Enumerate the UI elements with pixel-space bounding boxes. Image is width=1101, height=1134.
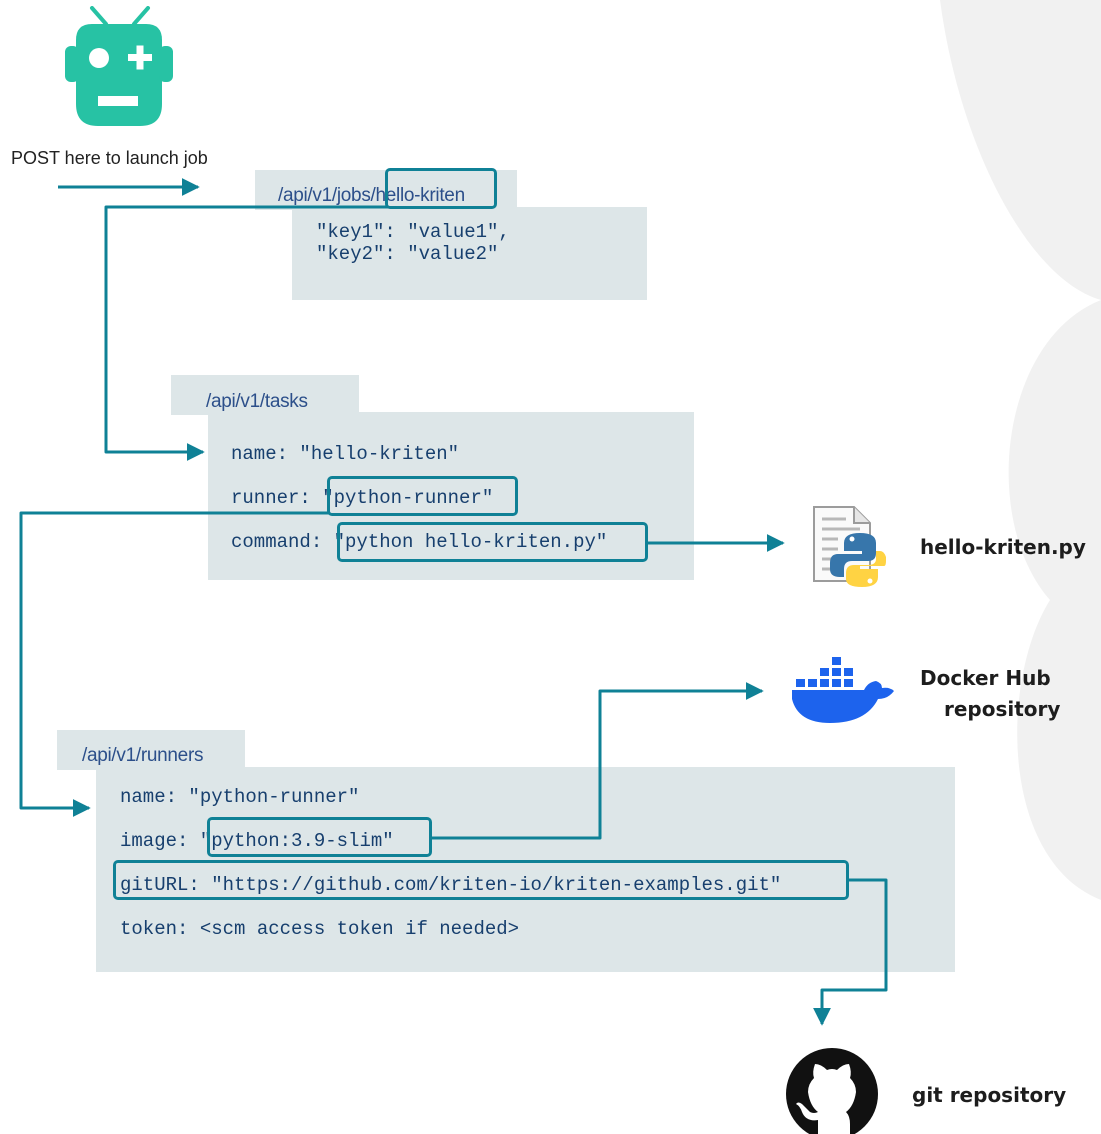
jobs-endpoint-prefix: /api/v1/jobs/: [278, 185, 376, 206]
tasks-runner-line: runner: "python-runner": [231, 487, 493, 509]
tasks-name-line: name: "hello-kriten": [231, 443, 460, 465]
tasks-runner-highlight: [327, 476, 518, 516]
jobs-body-line-2: "key2": "value2": [316, 243, 499, 265]
runners-image-value: "python:3.9-slim": [199, 830, 394, 852]
jobs-to-tasks-arrow: [104, 205, 388, 461]
jobs-body-panel: [292, 207, 647, 300]
robot-icon: [65, 6, 173, 126]
runners-giturl-line: gitURL: "https://github.com/kriten-io/kr…: [120, 874, 782, 896]
tasks-to-runners-arrow: [19, 511, 330, 817]
jobs-endpoint-label: /api/v1/jobs/hello-kriten: [278, 185, 465, 207]
image-to-docker-arrow: [432, 682, 764, 840]
runners-endpoint-label: /api/v1/runners: [82, 745, 204, 766]
tasks-command-value: "python hello-kriten.py": [333, 531, 608, 553]
github-octocat-icon: [786, 1048, 878, 1134]
runners-image-line: image: "python:3.9-slim": [120, 830, 394, 852]
docker-label-line-2: repository: [944, 697, 1061, 721]
python-file-icon: [813, 506, 886, 587]
runners-body-panel: [96, 767, 955, 972]
tasks-runner-value: "python-runner": [322, 487, 494, 509]
runners-giturl-highlight: [113, 860, 849, 900]
giturl-to-github-arrow: [813, 878, 888, 1026]
launch-caption: POST here to launch job: [11, 148, 208, 168]
runners-endpoint-tab: [57, 730, 245, 770]
runners-image-key: image:: [120, 830, 200, 852]
git-label: git repository: [912, 1083, 1067, 1107]
runners-image-highlight: [207, 817, 432, 857]
docker-label-line-1: Docker Hub: [920, 666, 1051, 690]
tasks-endpoint-label: /api/v1/tasks: [206, 391, 308, 412]
tasks-runner-key: runner:: [231, 487, 323, 509]
tasks-command-line: command: "python hello-kriten.py": [231, 531, 607, 553]
tasks-body-panel: [208, 412, 694, 580]
jobs-name-highlight: [385, 168, 497, 209]
tasks-endpoint-tab: [171, 375, 359, 415]
jobs-body-line-1: "key1": "value1",: [316, 221, 510, 243]
tasks-command-highlight: [337, 522, 648, 562]
jobs-endpoint-name: hello-kriten: [375, 185, 466, 206]
tasks-command-key: command:: [231, 531, 334, 553]
runners-name-line: name: "python-runner": [120, 786, 360, 808]
python-file-label: hello-kriten.py: [920, 535, 1086, 559]
runners-token-line: token: <scm access token if needed>: [120, 918, 520, 940]
docker-whale-icon: [792, 657, 894, 723]
